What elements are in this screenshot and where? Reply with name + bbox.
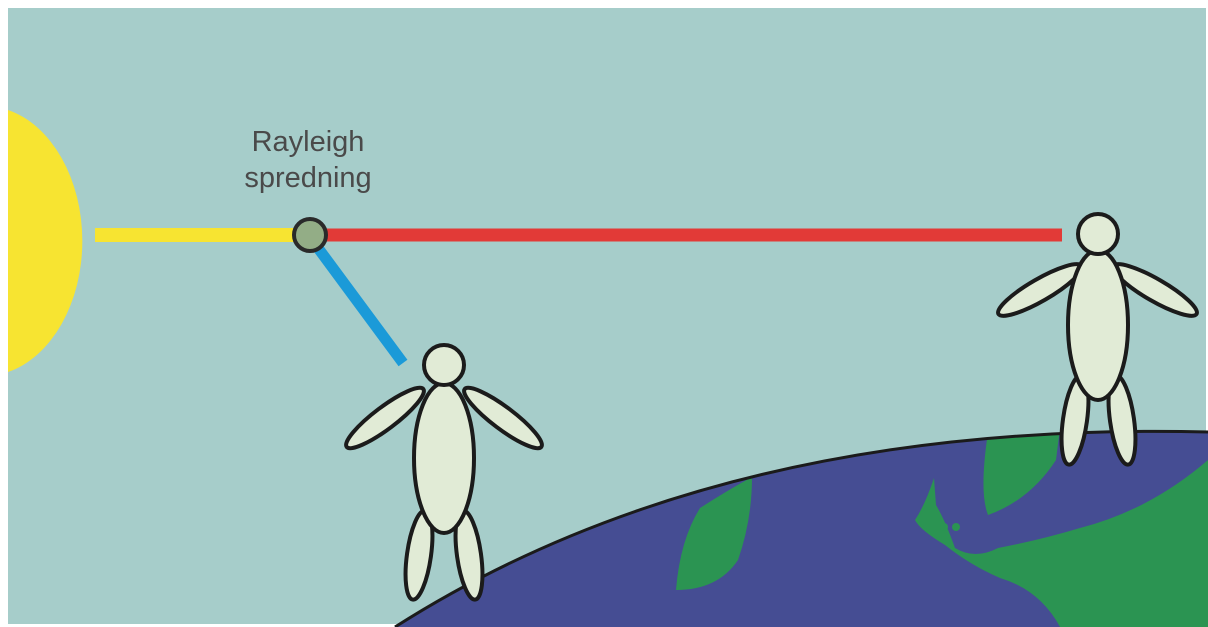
person-head (424, 345, 464, 385)
person-head (1078, 214, 1118, 254)
small-island (952, 523, 960, 531)
scattering-particle (294, 219, 326, 251)
person-body (414, 383, 474, 533)
rayleigh-scattering-label: Rayleigh spredning (190, 124, 426, 196)
label-line-2: spredning (190, 160, 426, 196)
person-body (1068, 250, 1128, 400)
label-line-1: Rayleigh (190, 124, 426, 160)
small-island (940, 523, 948, 531)
